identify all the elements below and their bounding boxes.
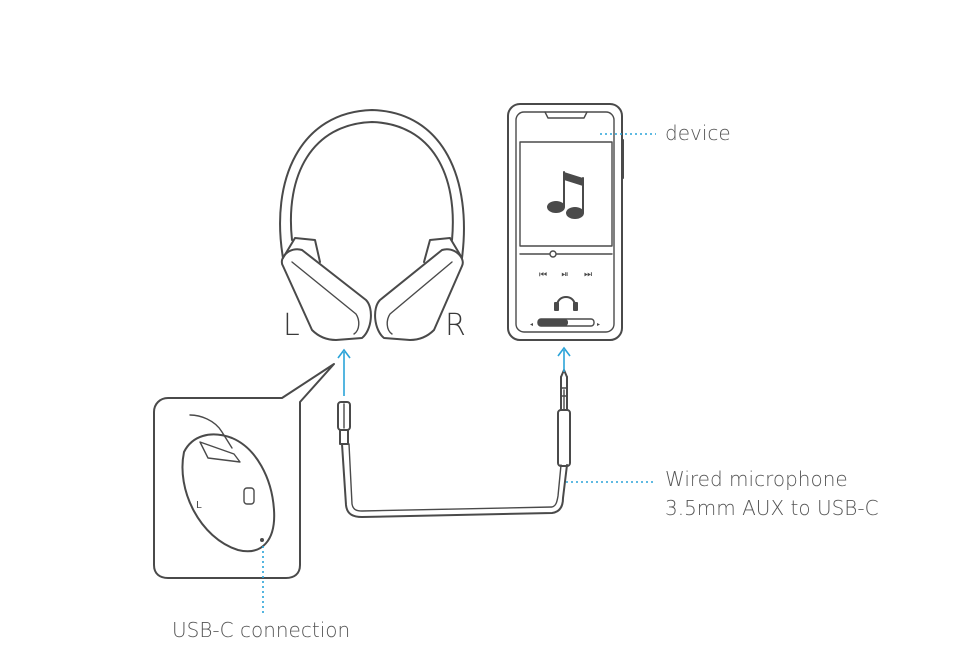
music-note-icon [547,171,584,219]
left-label: L [283,308,300,343]
earcup-closeup-icon: L [153,363,335,579]
cable-icon [337,369,571,518]
arrow-usbc [337,348,351,396]
device-label: device [665,121,731,145]
right-label: R [445,308,466,343]
headphones-small-icon [554,296,578,311]
smartphone-icon: ⏮ ⏯ ⏭ ◂ ▸ [507,103,624,341]
usbc-label: USB-C connection [172,618,351,642]
headphones-icon [279,109,465,341]
svg-text:L: L [196,500,202,511]
svg-text:⏮: ⏮ [539,270,547,280]
svg-text:▸: ▸ [597,321,600,328]
svg-text:⏯: ⏯ [561,270,568,280]
wired-label-line1: Wired microphone [665,467,848,491]
arrow-aux [557,346,571,372]
svg-text:◂: ◂ [530,321,533,328]
wired-label-line2: 3.5mm AUX to USB-C [665,496,879,520]
svg-text:⏭: ⏭ [584,270,592,280]
